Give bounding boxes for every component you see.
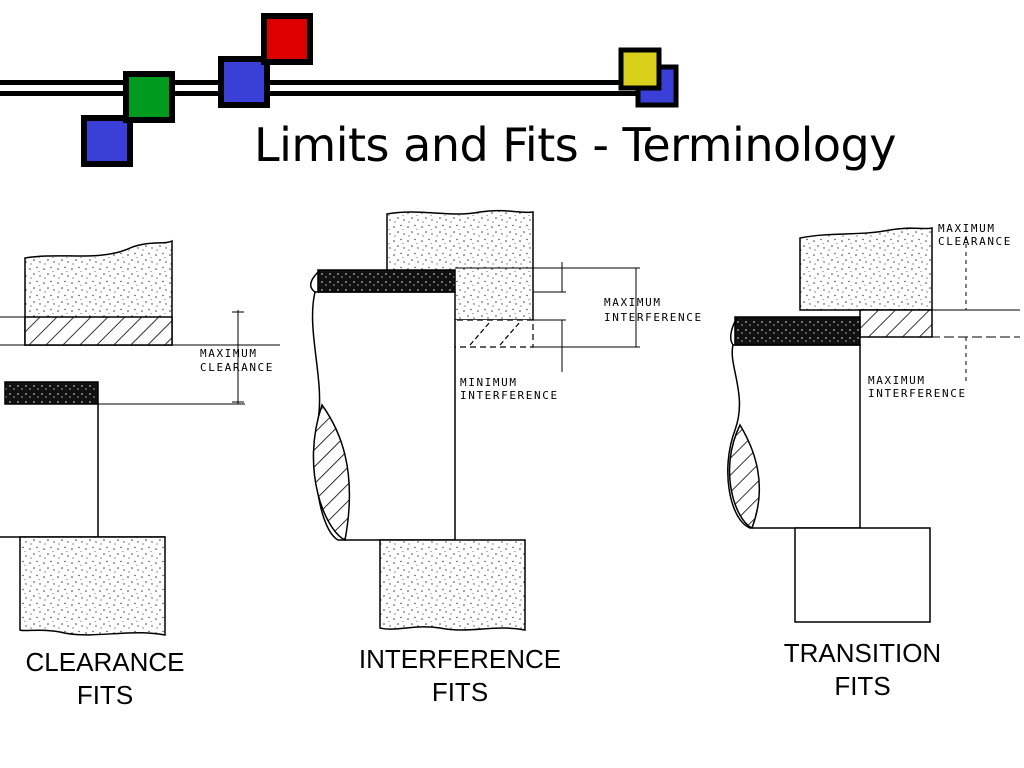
interference-fit-panel: MAXIMUM INTERFERENCE MINIMUM INTERFERENC…: [310, 209, 703, 631]
shaft-tolerance-zone: [734, 316, 861, 346]
interference-fits-caption: INTERFERENCE FITS: [358, 644, 562, 707]
page-title: Limits and Fits - Terminology: [254, 118, 896, 172]
max-interference-label-line2: INTERFERENCE: [604, 311, 703, 324]
shaft-section: [728, 423, 760, 530]
base-block: [379, 539, 526, 631]
base-block: [794, 527, 931, 623]
min-interference-label-line2: INTERFERENCE: [460, 389, 559, 402]
max-clearance-label-line1: MAXIMUM: [200, 347, 258, 360]
max-interference-label-line1: MAXIMUM: [604, 296, 662, 309]
clearance-fits-caption: CLEARANCE FITS: [25, 647, 185, 710]
shaft-tolerance-zone: [317, 269, 456, 293]
shaft-tolerance-zone: [4, 381, 99, 405]
red-square-decoration: [261, 13, 313, 65]
header-rule-top: [0, 80, 655, 85]
blue-square-decoration: [218, 56, 270, 108]
header-rule-bottom: [0, 91, 655, 96]
clearance-fit-panel: MAXIMUM CLEARANCE: [0, 239, 280, 636]
shaft-section: [312, 403, 351, 542]
shaft-body: [727, 344, 861, 529]
max-clearance-label-line2: CLEARANCE: [938, 235, 1012, 248]
yellow-square-decoration: [618, 47, 662, 91]
blue-square-decoration: [81, 115, 133, 167]
max-interference-label-line1: MAXIMUM: [868, 374, 926, 387]
base-block: [19, 536, 166, 636]
transition-fit-panel: MAXIMUM CLEARANCE MAXIMUM INTERFERENCE: [727, 222, 1020, 623]
green-square-decoration: [123, 71, 175, 123]
min-interference-label-line1: MINIMUM: [460, 376, 518, 389]
header-decoration: [0, 13, 679, 167]
hole-tolerance-zone: [24, 316, 173, 346]
max-clearance-label-line2: CLEARANCE: [200, 361, 274, 374]
transition-fits-caption: TRANSITION FITS: [783, 638, 942, 701]
max-interference-label-line2: INTERFERENCE: [868, 387, 967, 400]
hole-tolerance-zone: [859, 309, 933, 338]
hole-block: [799, 227, 933, 311]
max-clearance-label-line1: MAXIMUM: [938, 222, 996, 235]
